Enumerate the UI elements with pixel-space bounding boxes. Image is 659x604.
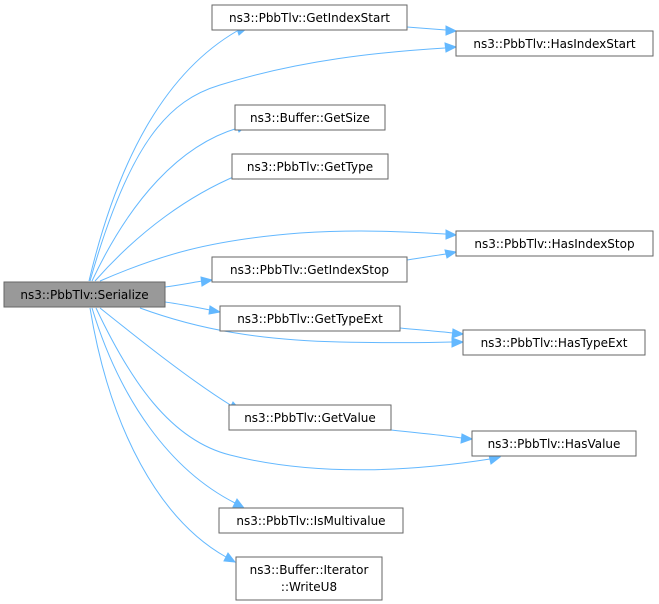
node-is-multivalue[interactable]: ns3::PbbTlv::IsMultivalue bbox=[218, 507, 404, 534]
node-label: ns3::PbbTlv::HasTypeExt bbox=[481, 336, 628, 350]
node-label: ns3::PbbTlv::HasIndexStart bbox=[473, 37, 636, 51]
edge-serialize-has-type-ext bbox=[139, 307, 453, 344]
edge-arrow-has-index-stop bbox=[445, 229, 458, 240]
edge-arrow-has-index-start bbox=[444, 42, 458, 53]
node-has-index-start[interactable]: ns3::PbbTlv::HasIndexStart bbox=[455, 30, 654, 57]
edge-get-index-stop-has-index-stop bbox=[406, 253, 447, 261]
node-label-line-1: ns3::Buffer::Iterator bbox=[250, 563, 369, 577]
edge-get-type-ext-has-type-ext bbox=[399, 327, 454, 334]
node-get-type-ext[interactable]: ns3::PbbTlv::GetTypeExt bbox=[219, 305, 401, 332]
edge-serialize-write-u8 bbox=[89, 307, 227, 558]
edge-arrow-get-index-stop-has-index-stop bbox=[444, 249, 458, 259]
edge-get-value-has-value bbox=[390, 429, 463, 439]
edge-serialize-has-index-start bbox=[89, 47, 446, 282]
edge-serialize-get-type bbox=[94, 174, 239, 282]
edge-arrow-is-multivalue bbox=[232, 498, 246, 509]
edge-arrow-has-type-ext bbox=[451, 337, 465, 348]
node-has-type-ext[interactable]: ns3::PbbTlv::HasTypeExt bbox=[462, 329, 646, 356]
edge-serialize-buffer-get-size bbox=[91, 127, 239, 282]
edge-arrow-get-index-stop bbox=[200, 276, 214, 287]
node-label: ns3::PbbTlv::GetType bbox=[247, 160, 373, 174]
edge-arrow-get-index-start-has-index-start bbox=[445, 25, 458, 36]
node-label: ns3::PbbTlv::HasValue bbox=[488, 437, 621, 451]
node-buffer-get-size[interactable]: ns3::Buffer::GetSize bbox=[234, 104, 386, 131]
node-label: ns3::PbbTlv::GetIndexStop bbox=[230, 263, 389, 277]
edge-get-index-start-has-index-start bbox=[406, 26, 447, 31]
node-label: ns3::Buffer::GetSize bbox=[250, 111, 370, 125]
edge-serialize-get-index-start bbox=[88, 30, 238, 282]
node-label: ns3::PbbTlv::GetValue bbox=[244, 411, 376, 425]
edge-serialize-has-value bbox=[95, 307, 491, 471]
node-get-index-stop[interactable]: ns3::PbbTlv::GetIndexStop bbox=[211, 256, 408, 283]
node-write-u8[interactable]: ns3::Buffer::Iterator ::WriteU8 bbox=[235, 556, 383, 601]
edge-arrow-get-type-ext bbox=[208, 305, 222, 315]
edge-serialize-is-multivalue bbox=[91, 307, 236, 504]
node-label-line-2: ::WriteU8 bbox=[281, 580, 337, 594]
node-get-index-start[interactable]: ns3::PbbTlv::GetIndexStart bbox=[211, 4, 408, 31]
node-label: ns3::PbbTlv::GetTypeExt bbox=[237, 312, 383, 326]
edge-arrow-get-value-has-value bbox=[460, 433, 474, 444]
edge-serialize-has-index-stop bbox=[99, 230, 447, 282]
node-get-type[interactable]: ns3::PbbTlv::GetType bbox=[231, 153, 389, 180]
node-label: ns3::PbbTlv::HasIndexStop bbox=[474, 237, 634, 251]
node-serialize[interactable]: ns3::PbbTlv::Serialize bbox=[3, 281, 166, 308]
edge-serialize-get-index-stop bbox=[164, 280, 203, 288]
edge-arrow-write-u8 bbox=[223, 552, 237, 563]
edge-serialize-get-value bbox=[99, 307, 233, 407]
node-get-value[interactable]: ns3::PbbTlv::GetValue bbox=[228, 404, 392, 431]
node-label: ns3::PbbTlv::IsMultivalue bbox=[236, 514, 385, 528]
edge-arrow-get-type-ext-has-type-ext bbox=[451, 328, 465, 339]
node-has-value[interactable]: ns3::PbbTlv::HasValue bbox=[471, 430, 637, 457]
node-has-index-stop[interactable]: ns3::PbbTlv::HasIndexStop bbox=[455, 230, 654, 257]
node-label: ns3::PbbTlv::GetIndexStart bbox=[229, 11, 390, 25]
node-label: ns3::PbbTlv::Serialize bbox=[20, 288, 148, 302]
nodes: ns3::PbbTlv::Serialize ns3::PbbTlv::GetI… bbox=[3, 4, 654, 601]
edge-serialize-get-type-ext bbox=[164, 301, 211, 311]
